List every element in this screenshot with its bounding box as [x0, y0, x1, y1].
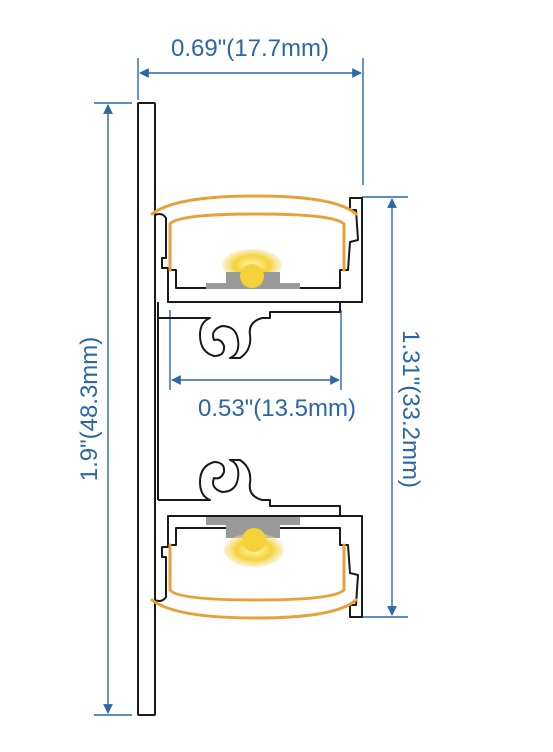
- top-width-label: 0.69"(17.7mm): [171, 35, 329, 62]
- diffuser-lower: [150, 543, 358, 620]
- total-height-label: 1.9"(48.3mm): [76, 337, 103, 482]
- inner-width-label: 0.53"(13.5mm): [198, 395, 356, 422]
- dimension-lines: [94, 58, 408, 716]
- aluminum-profile: [137, 102, 363, 716]
- led-upper: [206, 249, 300, 289]
- diffuser-upper: [150, 194, 358, 272]
- channel-height-label: 1.31"(33.2mm): [397, 330, 424, 488]
- led-lower: [206, 517, 300, 567]
